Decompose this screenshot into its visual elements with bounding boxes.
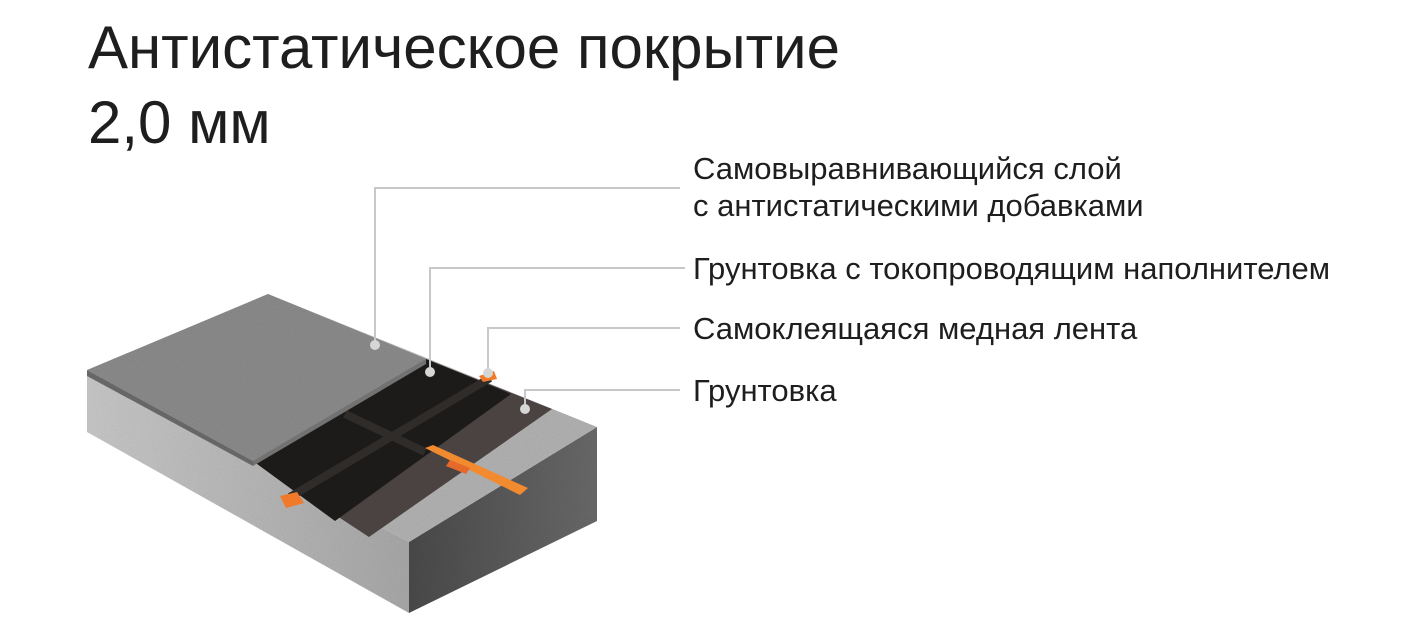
- tape-under-primer: [343, 410, 427, 456]
- label-line: Самовыравнивающийся слой: [693, 151, 1122, 186]
- label-primer: Грунтовка: [693, 373, 837, 408]
- label-copper-tape: Самоклеящаяся медная лента: [693, 311, 1138, 346]
- leader-dot: [425, 367, 435, 377]
- leader-dot: [483, 368, 493, 378]
- leader-dot: [370, 340, 380, 350]
- label-line: с антистатическими добавками: [693, 188, 1144, 223]
- self-leveling-layer: [87, 294, 426, 466]
- label-self-leveling-layer: Самовыравнивающийся слой с антистатическ…: [693, 150, 1144, 224]
- leader-lines: [374, 187, 685, 408]
- tape-under-primer: [287, 374, 493, 501]
- page-title: Антистатическое покрытие: [88, 14, 840, 81]
- page-subtitle-thickness: 2,0 мм: [88, 89, 271, 156]
- label-conductive-primer: Грунтовка с токопроводящим наполнителем: [693, 251, 1331, 286]
- leader-dot: [520, 404, 530, 414]
